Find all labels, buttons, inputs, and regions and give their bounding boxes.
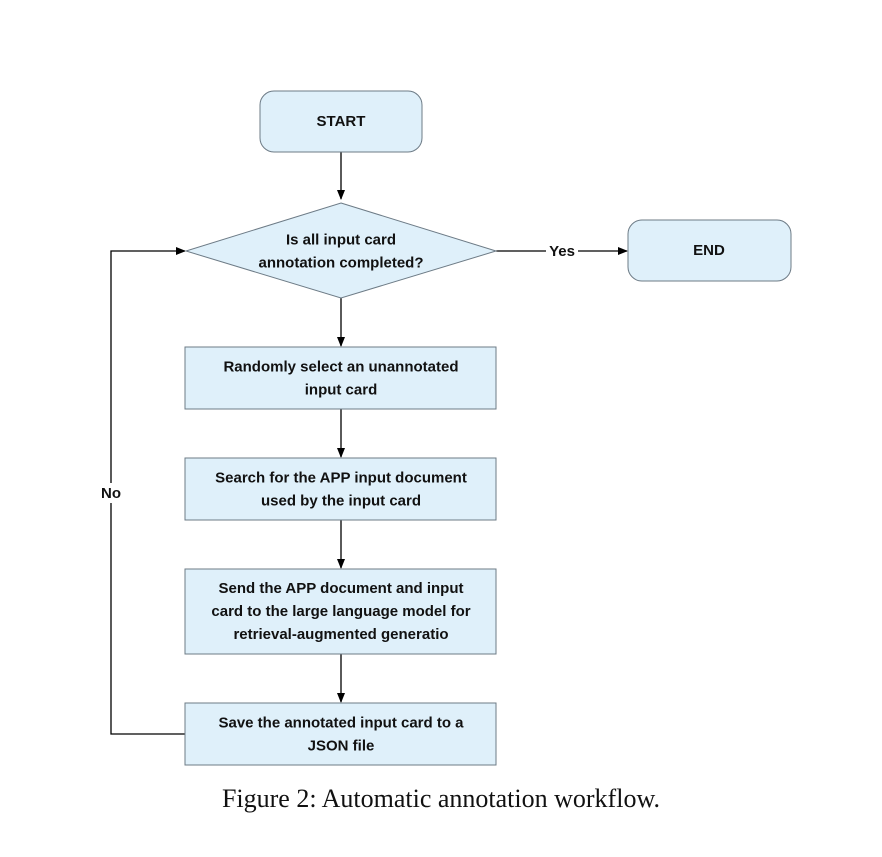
step-save-json-label: Save the annotated input card to a JSON f… <box>218 715 464 755</box>
no-label-bg <box>98 483 126 503</box>
figure-caption: Figure 2: Automatic annotation workflow. <box>221 784 661 813</box>
step3-label-line: card to the large language model for <box>211 603 470 620</box>
step-send-to-llm <box>184 568 497 655</box>
step-search-document-label: Search for the APP input document used by… <box>215 470 467 510</box>
step-send-to-llm-label: Send the APP document and input card to t… <box>211 580 470 643</box>
no-label: No <box>101 485 121 502</box>
start-label-line: START <box>317 113 366 130</box>
decision-label-line: Is all input card <box>286 232 396 249</box>
step2-label-line: used by the input card <box>261 493 421 510</box>
step-save-json <box>184 702 497 766</box>
end-label-line: END <box>693 242 725 259</box>
step-select-card-label: Randomly select an unannotated input card <box>223 359 458 399</box>
step4-label-line: Save the annotated input card to a <box>218 715 464 732</box>
step3-label-line: retrieval-augmented generatio <box>233 626 448 643</box>
start-node <box>259 90 423 153</box>
step1-label-line: input card <box>305 382 378 399</box>
step-select-card <box>184 346 497 410</box>
step2-label-line: Search for the APP input document <box>215 470 467 487</box>
yes-label-bg <box>546 242 578 260</box>
start-node-label: START <box>317 113 366 130</box>
step1-label-line: Randomly select an unannotated <box>223 359 458 376</box>
decision-node-label: Is all input card annotation completed? <box>259 232 424 272</box>
flowchart: Yes No START Is all input card annotation… <box>98 90 792 766</box>
end-node-label: END <box>693 242 725 259</box>
step4-label-line: JSON file <box>308 738 375 755</box>
step-search-document <box>184 457 497 521</box>
yes-label: Yes <box>549 243 575 260</box>
decision-node <box>184 202 498 299</box>
end-node <box>627 219 792 282</box>
step3-label-line: Send the APP document and input <box>218 580 463 597</box>
decision-label-line: annotation completed? <box>259 255 424 272</box>
